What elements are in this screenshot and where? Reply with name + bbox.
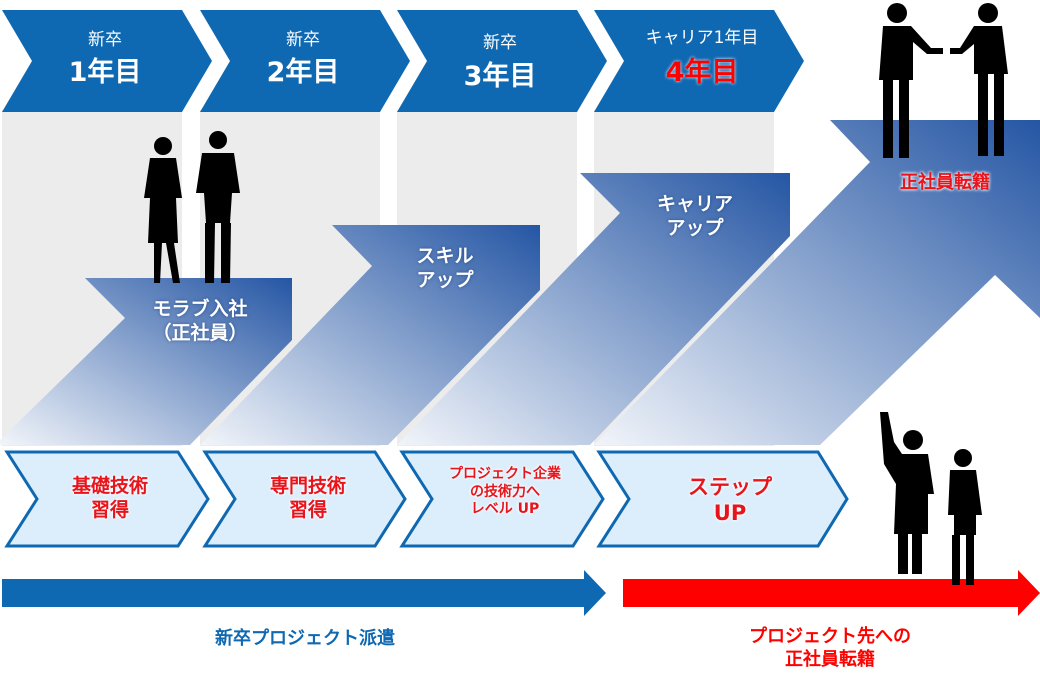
step-arrow-1 — [0, 278, 292, 445]
header-chevron-1 — [2, 10, 212, 112]
step-label-2: スキルアップ — [416, 245, 474, 291]
goal-chevron-1 — [4, 450, 210, 548]
header-sub-4: キャリア1年目 — [645, 28, 759, 48]
header-sub-3: 新卒 — [483, 33, 517, 53]
header-chevron-2 — [200, 10, 410, 112]
phase-label-dispatch: 新卒プロジェクト派遣 — [215, 628, 395, 649]
step-label-3: キャリアアップ — [656, 193, 733, 239]
goal-label-1: 基礎技術習得 — [71, 475, 148, 521]
goal-label-2: 専門技術習得 — [269, 475, 346, 521]
header-main-4: 4年目 — [665, 57, 739, 88]
goal-chevron-2 — [202, 450, 407, 548]
phase-label-transfer: プロジェクト先への正社員転籍 — [749, 626, 911, 670]
goal-chevron-4 — [596, 450, 849, 548]
header-main-2: 2年目 — [266, 57, 340, 88]
step-arrow-4 — [594, 120, 1040, 445]
header-main-3: 3年目 — [463, 61, 537, 92]
step-label-1: モラブ入社（正社員） — [152, 298, 248, 344]
step-label-4: 正社員転籍 — [900, 172, 990, 193]
header-sub-1: 新卒 — [88, 30, 122, 50]
header-chevron-3 — [397, 10, 607, 112]
header-sub-2: 新卒 — [286, 30, 320, 50]
fist-pump-silhouette-icon — [880, 412, 982, 585]
phase-arrow-red — [623, 570, 1040, 616]
handshake-silhouette-icon — [879, 3, 1008, 158]
phase-arrow-blue — [2, 570, 606, 616]
goal-chevron-3 — [399, 450, 605, 548]
goal-label-3: プロジェクト企業の技術力へレベル UP — [449, 466, 561, 517]
businesswoman-silhouette-icon — [144, 137, 182, 283]
step-arrow-2 — [200, 225, 540, 445]
step-arrow-3 — [397, 173, 790, 445]
header-chevron-4 — [594, 10, 804, 112]
header-main-1: 1年目 — [68, 57, 142, 88]
businessman-silhouette-icon — [196, 131, 240, 283]
